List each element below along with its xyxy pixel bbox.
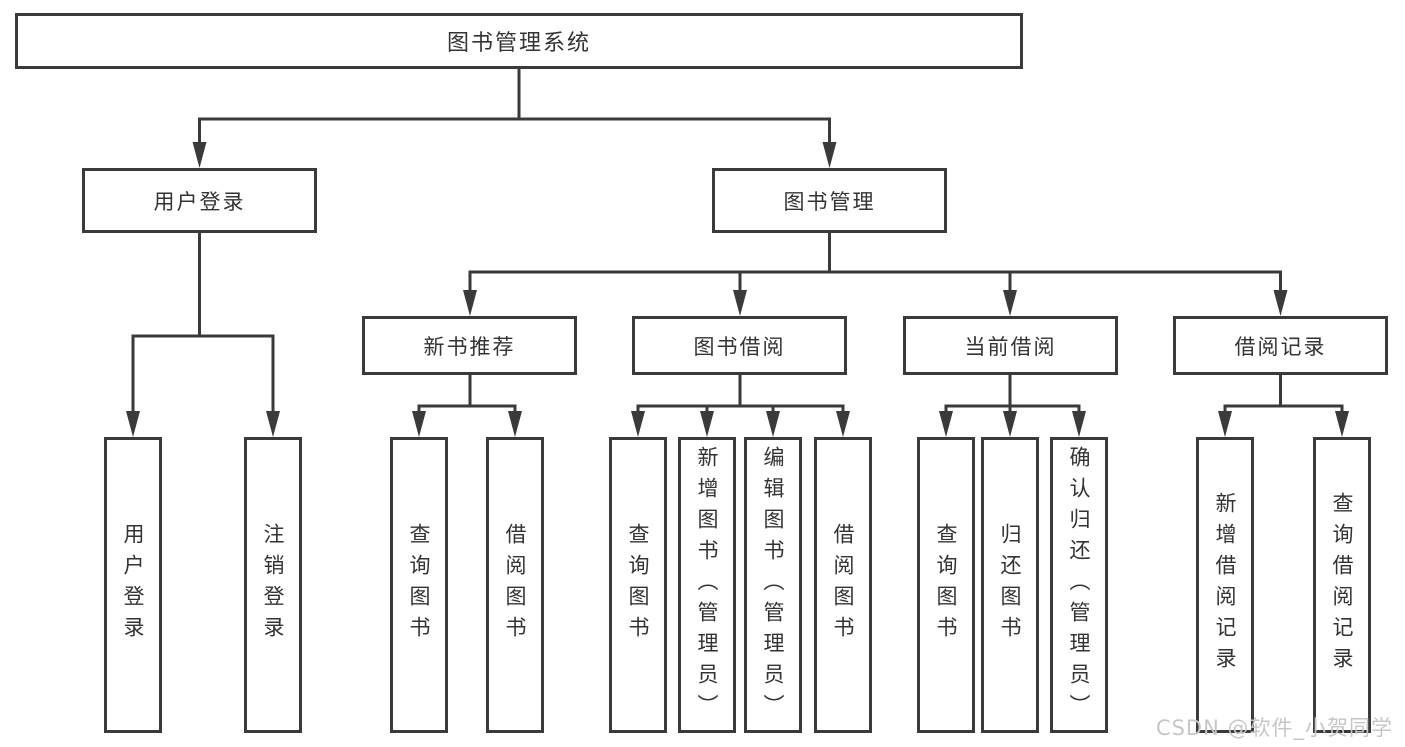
leaf-add-book-admin: 新增图书（管理员）	[678, 437, 736, 733]
csdn-watermark: CSDN @软件_小贺同学	[1155, 716, 1393, 740]
leaf-query-borrow-record: 查询借阅记录	[1313, 437, 1371, 733]
node-book-management: 图书管理	[712, 168, 947, 233]
leaf-add-borrow-record: 新增借阅记录	[1196, 437, 1254, 733]
leaf-logout: 注销登录	[244, 437, 302, 733]
node-root: 图书管理系统	[15, 13, 1023, 69]
leaf-confirm-return-admin: 确认归还（管理员）	[1050, 437, 1108, 733]
leaf-return-books: 归还图书	[981, 437, 1039, 733]
node-current-borrow: 当前借阅	[903, 316, 1118, 375]
leaf-user-login: 用户登录	[104, 437, 162, 733]
leaf-query-books-borrow: 查询图书	[609, 437, 667, 733]
leaf-borrow-books: 借阅图书	[814, 437, 872, 733]
leaf-borrow-books-recommend: 借阅图书	[486, 437, 544, 733]
node-borrow-records: 借阅记录	[1173, 316, 1388, 375]
leaf-edit-book-admin: 编辑图书（管理员）	[744, 437, 802, 733]
node-new-book-recommend: 新书推荐	[362, 316, 577, 375]
node-book-borrow: 图书借阅	[632, 316, 847, 375]
leaf-query-books-recommend: 查询图书	[390, 437, 448, 733]
leaf-query-books-current: 查询图书	[917, 437, 975, 733]
node-user-login: 用户登录	[82, 168, 317, 233]
